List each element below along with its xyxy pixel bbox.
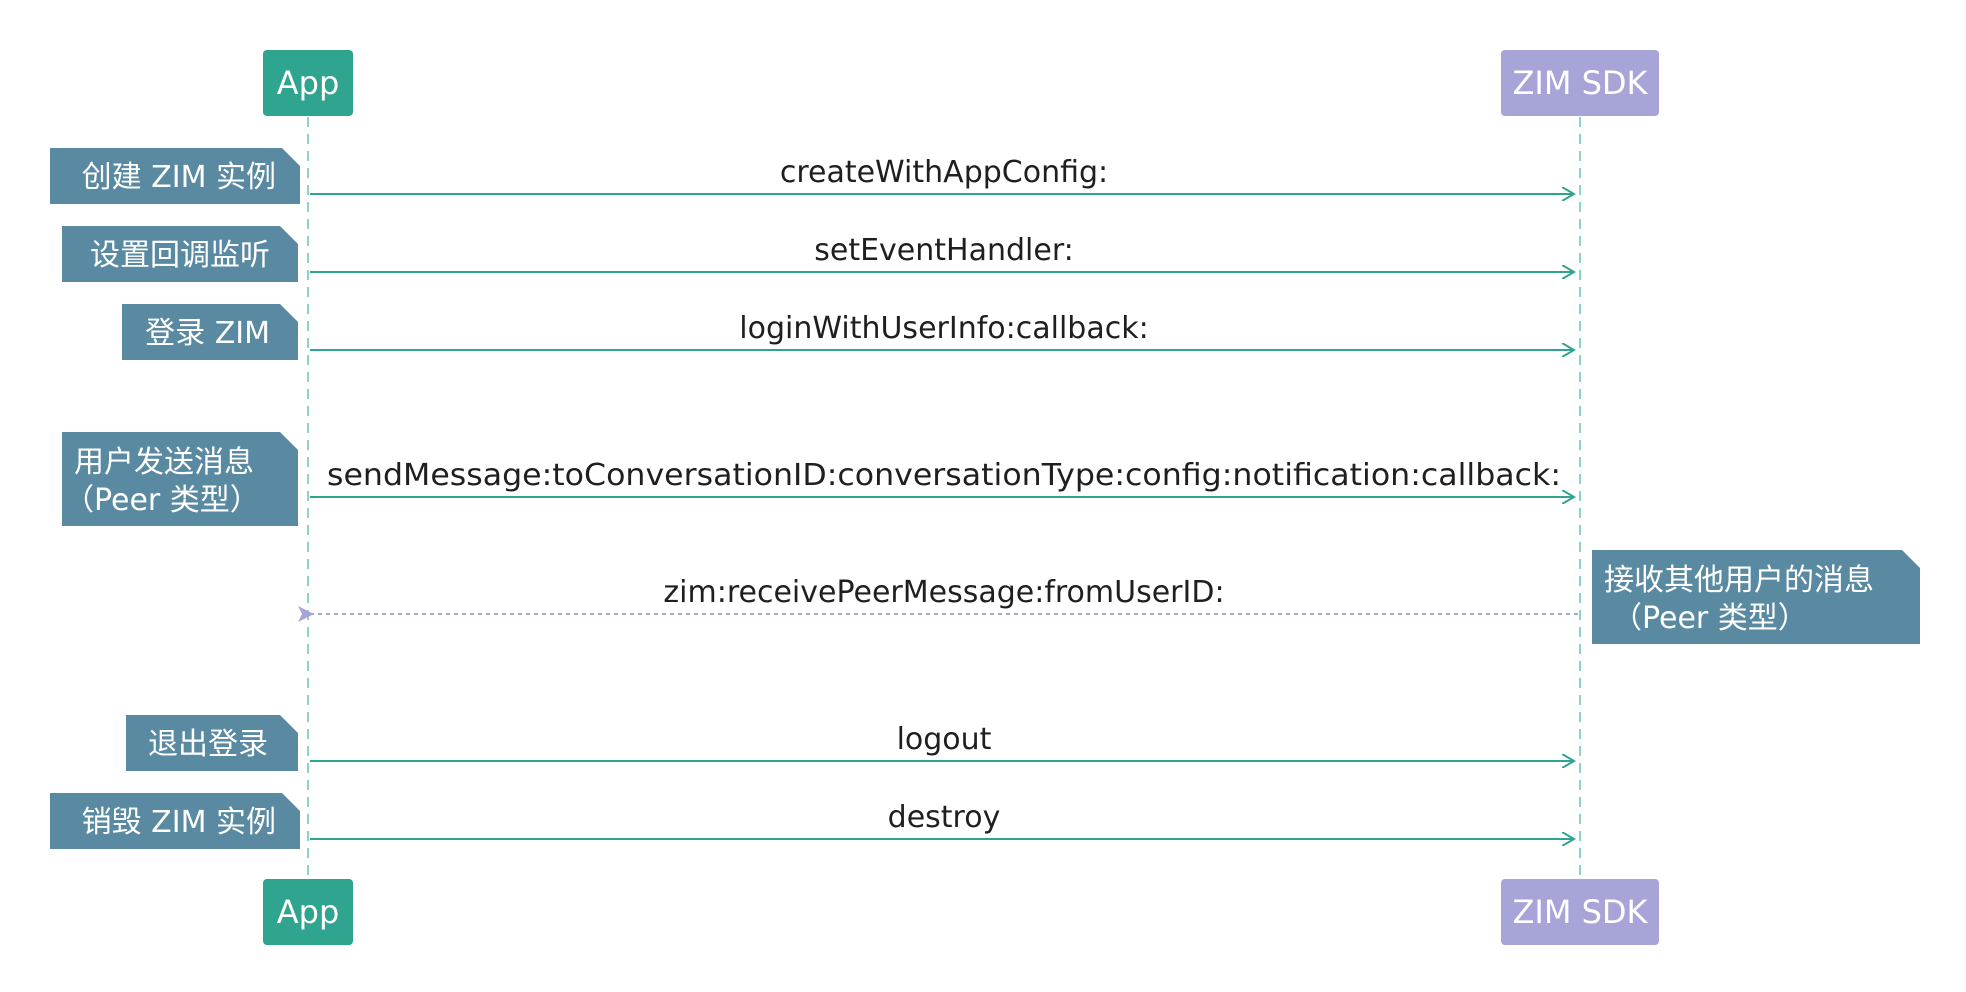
message-send: sendMessage:toConversationID:conversatio…	[310, 458, 1574, 497]
message-create-label: createWithAppConfig:	[780, 155, 1108, 190]
message-handler-label: setEventHandler:	[814, 233, 1074, 268]
message-destroy-label: destroy	[888, 800, 1001, 835]
message-logout-label: logout	[897, 722, 992, 757]
note-receive-line-1: 接收其他用户的消息	[1604, 563, 1874, 598]
note-destroy: 销毁 ZIM 实例	[50, 793, 300, 849]
message-send-label: sendMessage:toConversationID:conversatio…	[327, 458, 1561, 493]
note-receive: 接收其他用户的消息 （Peer 类型）	[1592, 550, 1920, 644]
message-login: loginWithUserInfo:callback:	[310, 311, 1574, 350]
note-create: 创建 ZIM 实例	[50, 148, 300, 204]
participant-sdk-bottom: ZIM SDK	[1501, 879, 1659, 945]
note-handler-line-1: 设置回调监听	[90, 238, 270, 273]
note-send: 用户发送消息 （Peer 类型）	[62, 432, 298, 526]
note-login-line-1: 登录 ZIM	[145, 316, 270, 351]
participant-sdk-top-label: ZIM SDK	[1512, 64, 1648, 102]
message-handler: setEventHandler:	[310, 233, 1574, 272]
note-receive-line-2: （Peer 类型）	[1612, 601, 1808, 636]
message-login-label: loginWithUserInfo:callback:	[739, 311, 1148, 346]
participant-app-top: App	[263, 50, 353, 116]
note-destroy-line-1: 销毁 ZIM 实例	[82, 805, 276, 840]
message-destroy: destroy	[310, 800, 1574, 839]
note-logout: 退出登录	[126, 715, 298, 771]
participant-app-top-label: App	[277, 64, 340, 102]
note-send-line-1: 用户发送消息	[74, 445, 254, 480]
participant-sdk-bottom-label: ZIM SDK	[1512, 893, 1648, 931]
message-logout: logout	[310, 722, 1574, 761]
participant-app-bottom-label: App	[277, 893, 340, 931]
participant-app-bottom: App	[263, 879, 353, 945]
note-send-line-2: （Peer 类型）	[64, 483, 260, 518]
message-create: createWithAppConfig:	[310, 155, 1574, 194]
note-logout-line-1: 退出登录	[148, 727, 268, 762]
note-handler: 设置回调监听	[62, 226, 298, 282]
message-receive: zim:receivePeerMessage:fromUserID:	[298, 575, 1578, 622]
note-login: 登录 ZIM	[122, 304, 298, 360]
message-receive-label: zim:receivePeerMessage:fromUserID:	[663, 575, 1224, 610]
participant-sdk-top: ZIM SDK	[1501, 50, 1659, 116]
note-create-line-1: 创建 ZIM 实例	[82, 160, 276, 195]
